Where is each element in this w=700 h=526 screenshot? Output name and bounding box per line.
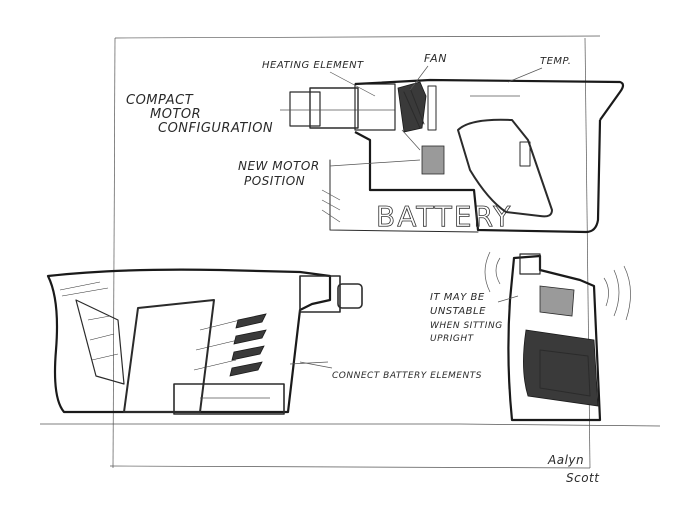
- annotation-unstable: IT MAY BE UNSTABLE WHEN SITTING UPRIGHT: [430, 292, 503, 344]
- annotation-compact-motor: COMPACT MOTOR CONFIGURATION: [126, 93, 273, 136]
- svg-text:TEMP.: TEMP.: [540, 56, 571, 67]
- svg-text:MOTOR: MOTOR: [150, 107, 201, 122]
- annotation-fan: FAN: [409, 52, 447, 91]
- bottom-left-shading: [59, 281, 241, 371]
- annotation-battery: BATTERY: [376, 200, 512, 234]
- svg-text:HEATING ELEMENT: HEATING ELEMENT: [262, 60, 364, 71]
- svg-text:UNSTABLE: UNSTABLE: [430, 306, 486, 317]
- svg-text:POSITION: POSITION: [244, 174, 305, 188]
- annotation-connect-battery: CONNECT BATTERY ELEMENTS: [289, 361, 482, 381]
- svg-text:COMPACT: COMPACT: [126, 93, 194, 108]
- svg-text:Scott: Scott: [566, 471, 600, 485]
- svg-text:Aalyn: Aalyn: [547, 453, 584, 467]
- svg-text:NEW MOTOR: NEW MOTOR: [238, 159, 320, 173]
- sheet-frame: [40, 35, 661, 469]
- annotation-heating-element: HEATING ELEMENT: [262, 60, 376, 97]
- svg-text:BATTERY: BATTERY: [376, 200, 512, 233]
- upright-tool-sketch: [484, 251, 631, 422]
- svg-text:WHEN SITTING: WHEN SITTING: [430, 321, 503, 331]
- top-tool-sketch: [280, 78, 625, 234]
- svg-text:IT MAY BE: IT MAY BE: [430, 292, 485, 303]
- annotation-new-motor: NEW MOTOR POSITION: [238, 159, 421, 188]
- artist-signature: Aalyn Scott: [547, 453, 600, 485]
- bottom-left-tool-sketch: [46, 268, 363, 415]
- svg-text:CONNECT BATTERY ELEMENTS: CONNECT BATTERY ELEMENTS: [332, 371, 482, 381]
- annotation-temp: TEMP.: [507, 56, 571, 83]
- svg-text:UPRIGHT: UPRIGHT: [430, 334, 475, 344]
- svg-text:CONFIGURATION: CONFIGURATION: [158, 121, 273, 136]
- svg-text:FAN: FAN: [424, 52, 447, 65]
